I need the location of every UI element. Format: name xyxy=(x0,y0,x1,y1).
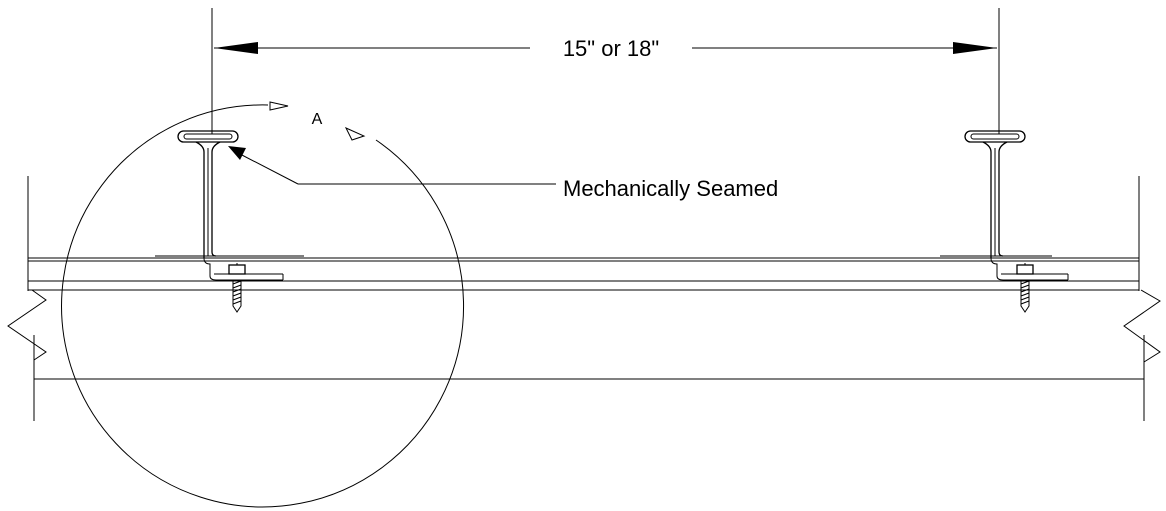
left-arrowhead xyxy=(214,42,258,54)
left-standing-seam xyxy=(155,130,304,313)
right-standing-seam xyxy=(940,130,1069,313)
dimension-label: 15" or 18" xyxy=(563,36,659,61)
right-fastener-head xyxy=(1016,264,1034,275)
right-screw-shank xyxy=(1020,280,1030,313)
callout-arrow-left xyxy=(269,101,289,111)
left-fastener-head xyxy=(228,264,246,275)
detail-callout-circle xyxy=(61,101,465,508)
deck-substrate xyxy=(27,176,1145,421)
callout-arrow-right xyxy=(344,126,366,141)
left-break-line xyxy=(7,289,47,361)
detail-callout-label: A xyxy=(312,111,323,128)
leader-note-label: Mechanically Seamed xyxy=(563,176,778,201)
right-arrowhead xyxy=(953,42,997,54)
left-screw-shank xyxy=(232,280,242,313)
leader-line xyxy=(228,146,556,185)
dimension-line xyxy=(214,42,997,54)
right-break-line xyxy=(1123,289,1161,363)
